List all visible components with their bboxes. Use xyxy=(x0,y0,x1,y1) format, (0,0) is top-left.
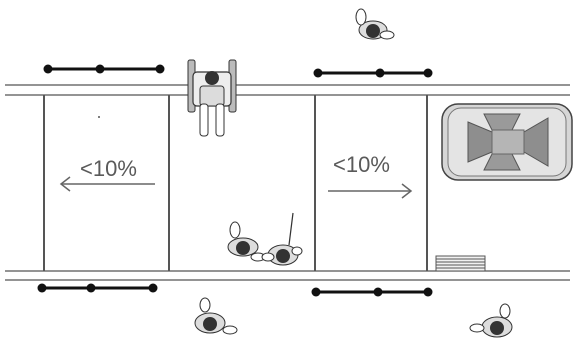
bollard-row-bottom-right xyxy=(311,287,433,297)
left-ramp-slope-label: <10% xyxy=(80,156,137,181)
ramp-dividers xyxy=(43,95,428,271)
pedestrian-icon xyxy=(227,221,266,262)
pedestrian-icon xyxy=(469,303,513,338)
bollard-row-top-left xyxy=(43,64,165,74)
car-icon xyxy=(441,103,573,181)
pedestrian-icon xyxy=(355,8,395,40)
bottom-kerb-lines xyxy=(5,270,570,281)
wheelchair-user-icon xyxy=(187,59,237,137)
left-arrow xyxy=(59,176,155,192)
spec-mark xyxy=(98,116,100,118)
right-ramp-slope-label: <10% xyxy=(333,152,390,177)
blind-pedestrian-icon xyxy=(261,212,303,266)
bollard-row-bottom-left xyxy=(37,283,158,293)
drain-grate-icon xyxy=(435,255,486,272)
top-kerb-lines xyxy=(5,84,570,96)
pedestrian-icon xyxy=(194,297,238,335)
bollard-row-top-right xyxy=(313,68,433,78)
right-arrow xyxy=(328,183,413,199)
